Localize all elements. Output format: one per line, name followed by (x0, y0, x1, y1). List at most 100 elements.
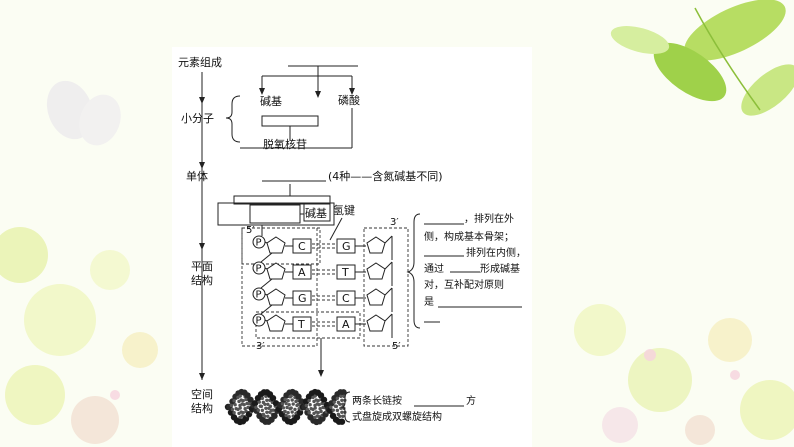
planar-note-6: 对，互补配对原则 (424, 278, 504, 291)
right-base-letter: C (342, 292, 350, 305)
double-helix-image (224, 388, 347, 426)
helix-atom (241, 411, 245, 415)
helix-atom (233, 403, 237, 407)
right-strand-bottom-end: 5′ (392, 341, 401, 352)
helix-atom (289, 394, 293, 398)
monomer-label: 单体 (186, 169, 208, 183)
helix-atom (259, 404, 264, 409)
helix-atom (308, 403, 312, 407)
phosphate-symbol: P (256, 316, 262, 327)
helix-atom (265, 410, 269, 414)
helix-atom (340, 398, 344, 402)
helix-atom (334, 404, 339, 409)
right-base-letter: A (342, 318, 350, 331)
phosphate-label: 磷酸 (338, 93, 360, 107)
helix-atom (320, 396, 328, 403)
helix-atom (271, 408, 275, 412)
left-base-box (292, 264, 312, 280)
bokeh-decoration (0, 227, 794, 445)
helix-atom (286, 411, 290, 415)
spatial-note-3: 式盘旋成双螺旋结构 (352, 410, 442, 423)
main-axis (199, 72, 205, 380)
right-sugar-pentagon (366, 288, 386, 306)
small-molecule-brace (225, 95, 241, 143)
helix-atom (290, 398, 294, 402)
helix-atom (271, 412, 278, 420)
planar-structure-label: 平面 结构 (191, 260, 217, 287)
left-backbone-link (260, 278, 273, 289)
helix-atom (317, 403, 321, 407)
flower-decoration (110, 349, 740, 400)
helix-atom (243, 407, 247, 411)
planar-structure-label-line1: 平面 (191, 260, 213, 273)
element-composition-label: 元素组成 (178, 55, 222, 69)
helix-atom (269, 394, 277, 402)
left-strand-top-end: 5′ (246, 225, 255, 236)
butterfly-decoration (46, 80, 121, 146)
helix-atom (266, 414, 270, 418)
left-base-letter: C (298, 240, 306, 253)
right-base-letter: T (341, 266, 349, 279)
helix-atom (341, 402, 345, 406)
helix-atom (256, 408, 260, 412)
helix-atom (289, 406, 293, 410)
planar-note-2: 侧，构成基本骨架； (424, 230, 514, 243)
helix-atom (244, 397, 248, 402)
helix-atom (285, 405, 289, 410)
helix-atom (232, 411, 236, 415)
helix-atom (263, 414, 267, 418)
helix-atom (247, 396, 254, 403)
right-strand-top-end: 3′ (390, 217, 399, 228)
spatial-structure-label-line2: 结构 (191, 401, 213, 415)
helix-atom (280, 402, 285, 406)
left-base-letter: G (298, 292, 307, 305)
helix-atom (251, 400, 259, 407)
base-tag: 碱基 (305, 207, 327, 220)
helix-atom (283, 409, 287, 414)
helix-atom (229, 403, 234, 408)
helix-atom (284, 401, 288, 406)
spatial-note-1: 两条长链按 (352, 394, 402, 407)
planar-notes: ，排列在外 侧，构成基本骨架； 排列在内侧， 通过 形成碱基 对，互补配对原则 … (424, 212, 526, 323)
helix-atom (331, 408, 335, 412)
helix-atom (332, 400, 336, 404)
helix-atom (338, 402, 342, 406)
helix-atom (266, 402, 270, 406)
right-backbone-link (384, 261, 393, 270)
base-label: 碱基 (260, 95, 282, 108)
helix-atom (238, 406, 242, 410)
phosphate-symbol: P (256, 290, 262, 301)
spatial-note-2: 方 (466, 394, 476, 407)
helix-atom (341, 414, 345, 418)
helix-atom (287, 403, 291, 407)
helix-atom (316, 411, 320, 415)
right-backbone-link (384, 313, 393, 322)
planar-note-5: 形成碱基 (480, 262, 520, 275)
helix-atom (260, 408, 265, 413)
helix-atom (316, 399, 320, 403)
phosphate-link (264, 319, 268, 322)
helix-atom (281, 406, 286, 410)
planar-note-4: 通过 (424, 262, 444, 275)
helix-atom (291, 402, 295, 406)
helix-atom (290, 410, 294, 414)
helix-atom (264, 406, 268, 410)
phosphate-link (264, 293, 268, 296)
helix-atom (242, 403, 246, 407)
hydrogen-bond-pointer (329, 217, 343, 241)
right-base-letter: G (342, 240, 351, 253)
left-strand-bottom-end: 3′ (256, 341, 265, 352)
helix-atom (319, 409, 323, 414)
hydrogen-bond-label: 氢键 (333, 203, 355, 217)
helix-atom (241, 399, 245, 403)
small-molecule-label: 小分子 (181, 112, 214, 125)
helix-atom (257, 400, 261, 404)
left-sugar-pentagon (266, 262, 286, 280)
phosphate-symbol: P (256, 238, 262, 249)
helix-atom (286, 399, 290, 403)
helix-atom (230, 407, 235, 412)
left-sugar-pentagon (266, 314, 286, 332)
left-base-letter: T (297, 318, 305, 331)
helix-atom (232, 399, 236, 403)
